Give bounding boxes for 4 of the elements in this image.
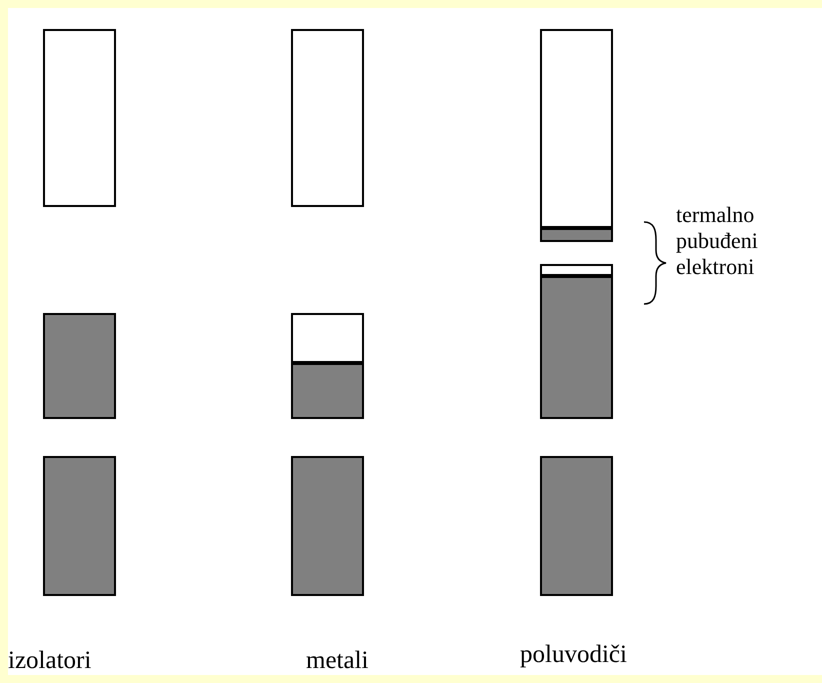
column-label: metali (306, 646, 370, 675)
column-label: poluvodiči (520, 640, 628, 670)
column-label: izolatori (8, 646, 92, 675)
annotation-text: termalno pubuđeni elektroni (676, 202, 759, 280)
